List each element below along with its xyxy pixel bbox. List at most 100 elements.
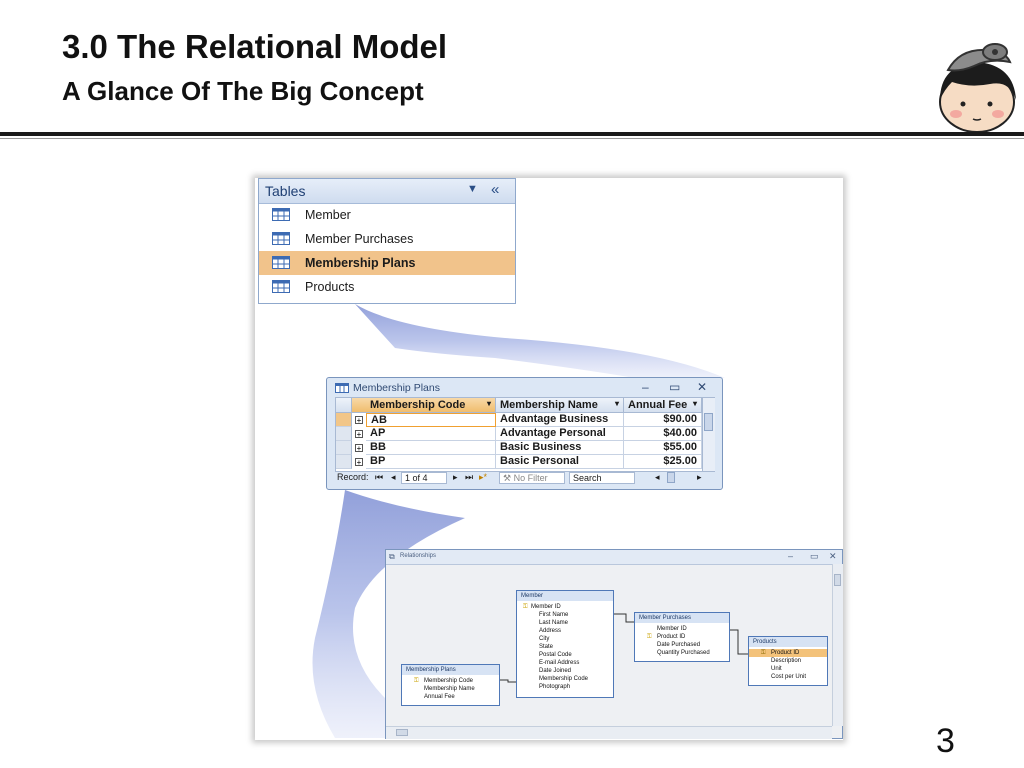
dropdown-arrow-icon[interactable]: ▾ — [692, 399, 697, 408]
relationships-titlebar[interactable]: ⧉ Relationships – ▭ ✕ — [386, 550, 842, 565]
row-selector[interactable] — [336, 413, 352, 427]
datasheet-title: Membership Plans — [353, 382, 440, 394]
title-divider-thin — [0, 138, 1024, 139]
search-input[interactable]: Search — [569, 472, 635, 484]
table-field: ⚿Membership Code — [414, 678, 474, 684]
table-cell[interactable]: $55.00 — [624, 441, 702, 455]
table-field: First Name — [539, 612, 569, 618]
minimize-icon[interactable]: – — [642, 380, 649, 394]
relationship-table-membership-plans[interactable]: Membership Plans ⚿Membership Code Member… — [401, 664, 500, 706]
table-cell[interactable]: Basic Personal — [496, 455, 624, 469]
primary-key-icon: ⚿ — [761, 650, 766, 656]
relationships-title: Relationships — [400, 553, 437, 559]
nav-item-member-purchases[interactable]: Member Purchases — [259, 227, 515, 251]
relationship-lines — [500, 613, 748, 683]
table-field: City — [539, 636, 550, 642]
scroll-thumb[interactable] — [704, 413, 713, 431]
scroll-thumb[interactable] — [834, 574, 841, 586]
scroll-left-icon[interactable]: ◂ — [655, 472, 660, 482]
horizontal-scroll-thumb[interactable] — [667, 472, 675, 483]
table-field: Postal Code — [539, 652, 572, 658]
table-cell[interactable]: $90.00 — [624, 413, 702, 427]
maximize-icon[interactable]: ▭ — [810, 551, 819, 561]
nav-item-products[interactable]: Products — [259, 275, 515, 299]
table-icon — [272, 280, 290, 293]
close-icon[interactable]: ✕ — [829, 551, 837, 561]
relationship-table-products[interactable]: Products ⚿Product ID Description Unit Co… — [748, 636, 828, 686]
maximize-icon[interactable]: ▭ — [669, 380, 681, 394]
table-field: State — [539, 644, 554, 650]
dropdown-arrow-icon[interactable]: ▾ — [614, 399, 619, 408]
table-field: Date Purchased — [657, 642, 701, 648]
vertical-scrollbar[interactable] — [832, 564, 843, 726]
row-selector[interactable] — [336, 455, 352, 469]
expand-plus-icon[interactable]: + — [355, 416, 363, 425]
primary-key-icon: ⚿ — [523, 604, 528, 610]
column-header-membership-name[interactable]: Membership Name▾ — [496, 398, 624, 413]
horizontal-scrollbar[interactable] — [386, 726, 832, 739]
column-header-annual-fee[interactable]: Annual Fee▾ — [624, 398, 702, 413]
table-field: Annual Fee — [424, 694, 455, 700]
row-selector[interactable] — [336, 427, 352, 441]
nav-item-label: Member — [305, 208, 351, 222]
datasheet-grid: Membership Code▾ Membership Name▾ Annual… — [335, 397, 715, 472]
table-field: Unit — [771, 666, 782, 672]
expand-plus-icon[interactable]: + — [355, 430, 363, 439]
datasheet-titlebar[interactable]: Membership Plans – ▭ ✕ — [327, 378, 722, 398]
table-cell[interactable]: BP — [366, 455, 496, 469]
row-selector[interactable] — [336, 441, 352, 455]
nav-item-member[interactable]: Member — [259, 203, 515, 227]
slide-subtitle: A Glance Of The Big Concept — [62, 76, 424, 106]
next-record-icon[interactable]: ▸ — [453, 472, 458, 482]
relationship-table-member[interactable]: Member ⚿Member ID First Name Last Name A… — [516, 590, 614, 698]
select-all-corner[interactable] — [336, 398, 352, 413]
first-record-icon[interactable]: ⏮ — [375, 472, 384, 482]
table-cell[interactable]: Advantage Business — [496, 413, 624, 427]
nav-item-label: Products — [305, 280, 355, 294]
table-header: Member Purchases — [635, 613, 729, 623]
table-header: Member — [517, 591, 613, 601]
table-field: Last Name — [539, 620, 569, 626]
nav-pane-title: Tables — [265, 183, 306, 199]
record-navigation-bar: Record: ⏮ ◂ 1 of 4 ▸ ⏭ ▸* ⚒ No Filter Se… — [335, 472, 715, 486]
vertical-scrollbar[interactable] — [702, 398, 715, 471]
expand-plus-icon[interactable]: + — [355, 444, 363, 453]
nav-pane-header[interactable]: Tables ▼ « — [259, 179, 515, 204]
dropdown-arrow-icon[interactable]: ▾ — [486, 399, 491, 408]
table-field: Cost per Unit — [771, 674, 807, 680]
table-field: Membership Name — [424, 686, 475, 692]
table-cell[interactable]: Basic Business — [496, 441, 624, 455]
new-record-icon[interactable]: ▸* — [479, 472, 488, 482]
chevron-down-icon[interactable]: ▼ — [467, 183, 478, 195]
table-cell[interactable]: Advantage Personal — [496, 427, 624, 441]
table-cell[interactable]: AB — [366, 413, 496, 427]
column-header-membership-code[interactable]: Membership Code▾ — [352, 398, 496, 413]
table-header: Membership Plans — [402, 665, 499, 675]
relationships-window: ⧉ Relationships – ▭ ✕ Member ⚿Member ID … — [385, 549, 843, 739]
title-divider — [0, 132, 1024, 136]
close-icon[interactable]: ✕ — [697, 380, 708, 394]
record-position-field[interactable]: 1 of 4 — [401, 472, 447, 484]
no-filter-button[interactable]: ⚒ No Filter — [499, 472, 565, 484]
expand-plus-icon[interactable]: + — [355, 458, 363, 467]
mascot-illustration — [939, 43, 1016, 132]
table-icon — [272, 232, 290, 245]
relationships-icon: ⧉ — [389, 552, 395, 561]
table-cell[interactable]: $25.00 — [624, 455, 702, 469]
minimize-icon[interactable]: – — [788, 551, 794, 561]
double-chevron-left-icon[interactable]: « — [491, 181, 500, 198]
table-field: Description — [771, 658, 802, 664]
nav-item-membership-plans[interactable]: Membership Plans — [259, 251, 515, 275]
table-cell[interactable]: BB — [366, 441, 496, 455]
table-cell[interactable]: $40.00 — [624, 427, 702, 441]
last-record-icon[interactable]: ⏭ — [465, 472, 474, 482]
navigation-pane: Tables ▼ « Member Member Purchases Membe… — [258, 178, 516, 304]
table-field: ⚿Member ID — [523, 604, 561, 610]
relationship-table-member-purchases[interactable]: Member Purchases Member ID ⚿Product ID D… — [634, 612, 730, 662]
scroll-thumb[interactable] — [396, 729, 408, 736]
table-cell[interactable]: AP — [366, 427, 496, 441]
slide-title: 3.0 The Relational Model — [62, 28, 448, 65]
scroll-right-icon[interactable]: ▸ — [697, 472, 702, 482]
prev-record-icon[interactable]: ◂ — [391, 472, 396, 482]
record-label: Record: — [337, 472, 369, 482]
